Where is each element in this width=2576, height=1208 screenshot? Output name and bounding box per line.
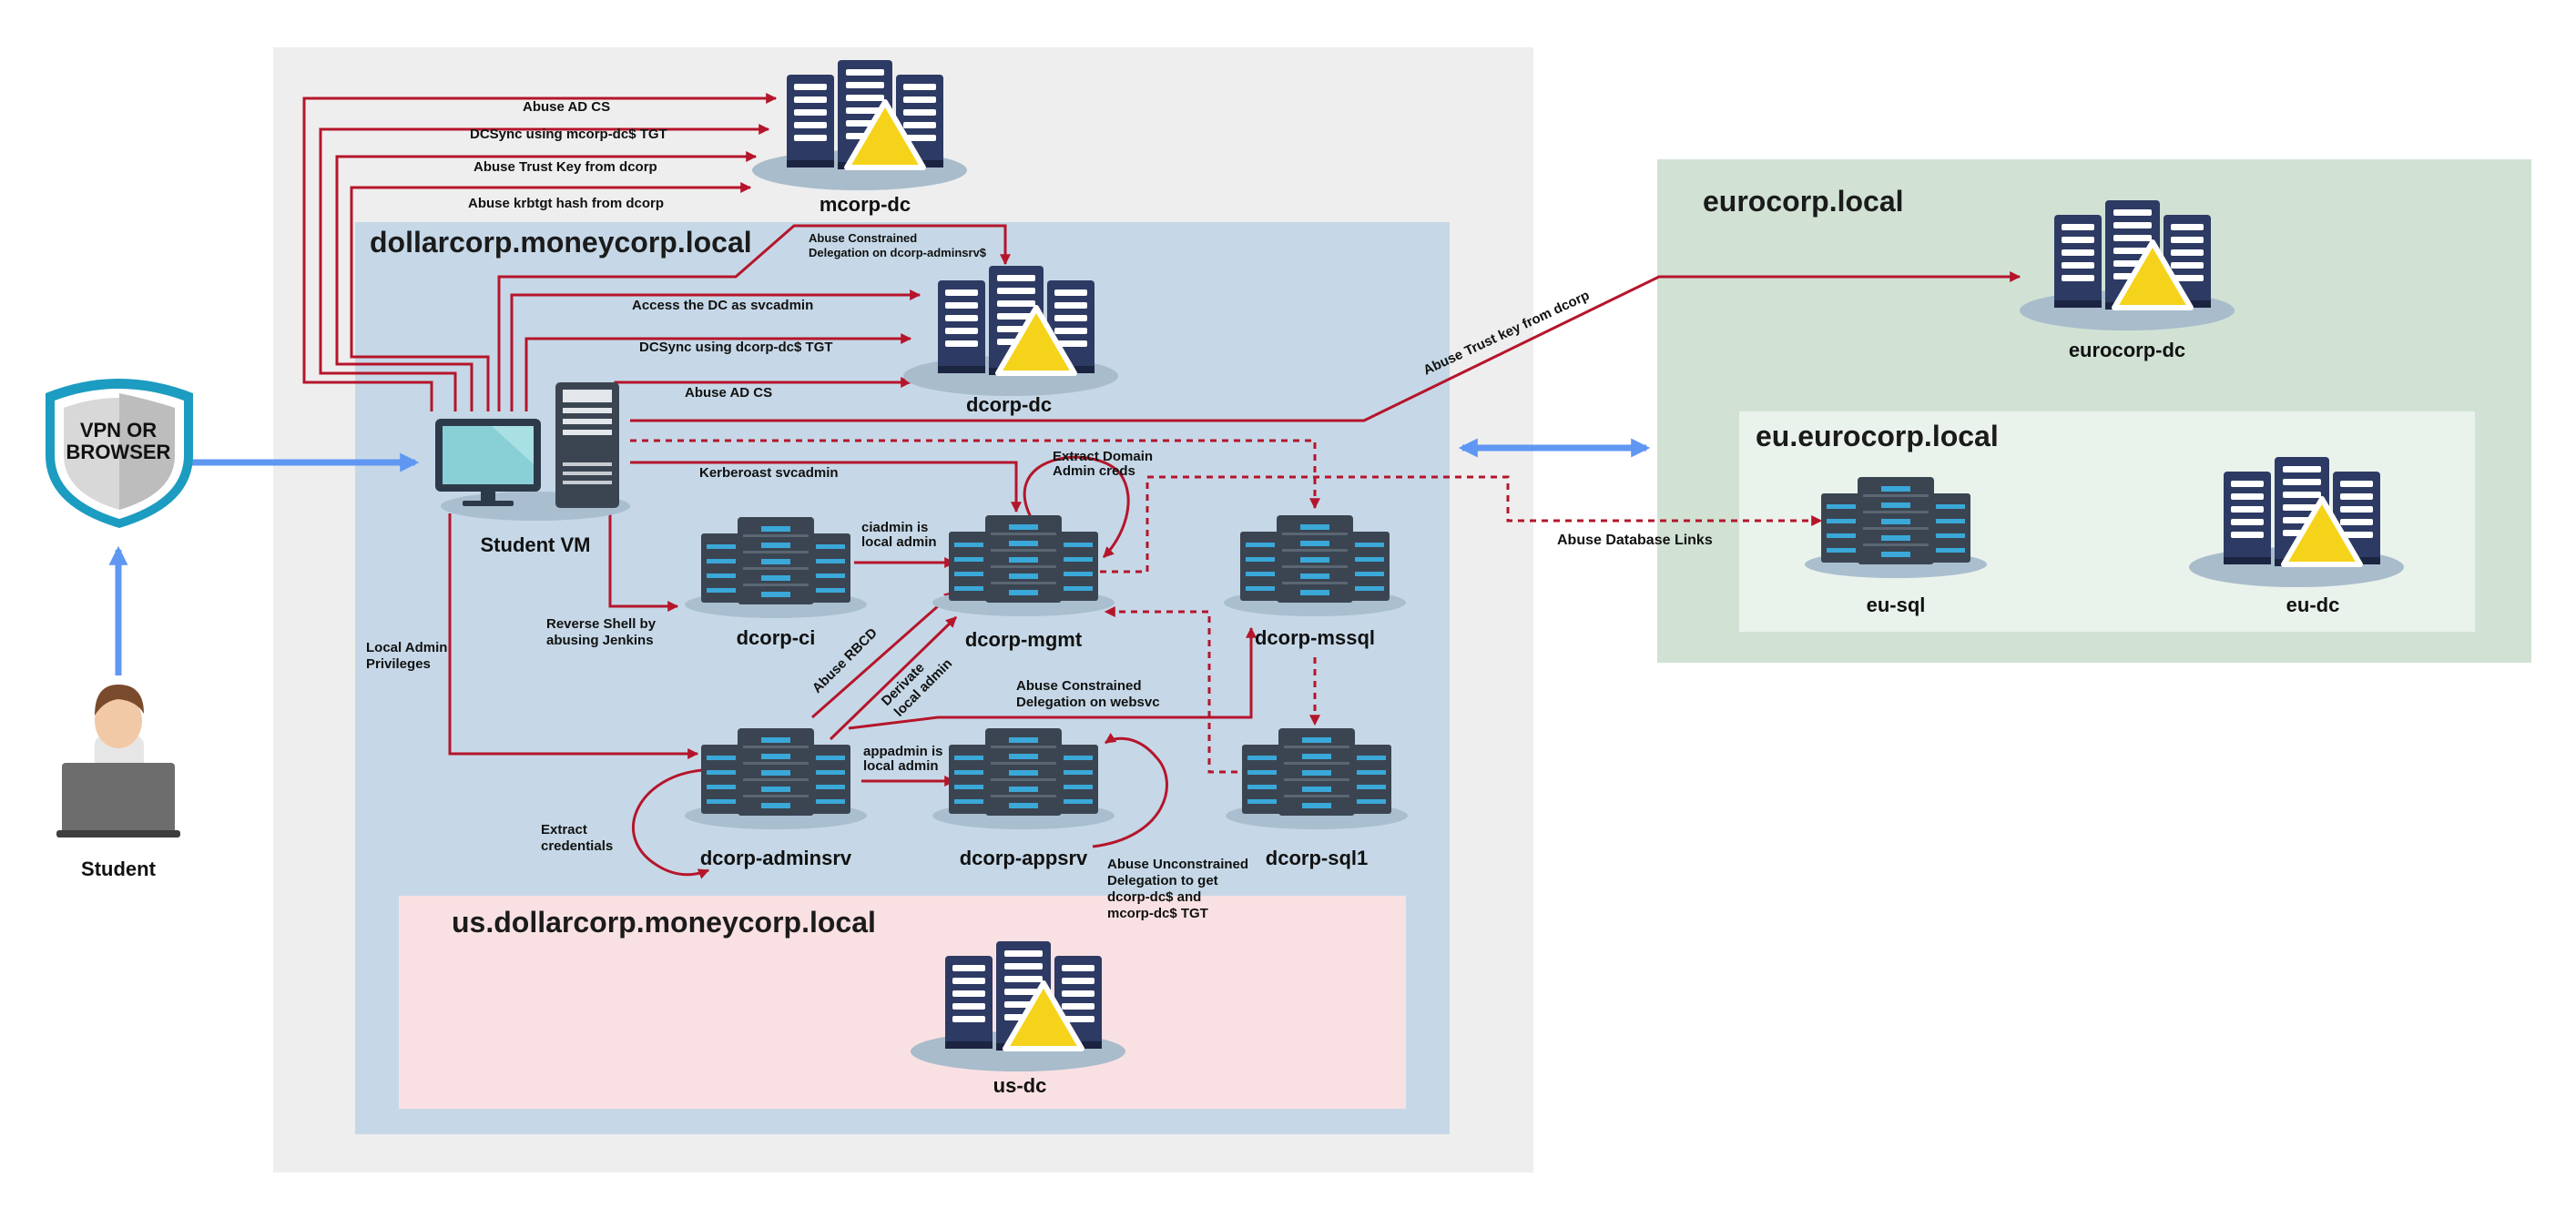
edge-label: Admin creds <box>1053 463 1135 479</box>
edge-label: Delegation to get <box>1107 873 1218 888</box>
edge-label: mcorp-dc$ TGT <box>1107 906 1208 921</box>
edge-label: local admin <box>863 758 939 774</box>
edge-label: Delegation on websvc <box>1016 695 1160 710</box>
edge-label: abusing Jenkins <box>546 633 654 648</box>
mcorp-dc-label: mcorp-dc <box>820 193 911 216</box>
arrow-trust-key-eurocorp <box>630 271 2021 422</box>
edge-label: Abuse Unconstrained <box>1107 857 1248 872</box>
arrow-derivate <box>829 615 958 741</box>
edge-label: Access the DC as svcadmin <box>632 298 813 313</box>
dcorp-dc-label: dcorp-dc <box>966 393 1052 416</box>
arrow-rbcd <box>811 590 955 719</box>
arrow-dashed-mssql <box>630 439 1320 510</box>
edge-label: Abuse Constrained <box>1016 678 1142 694</box>
us-dollarcorp-zone-label: us.dollarcorp.moneycorp.local <box>452 906 876 939</box>
edge-label: DCSync using dcorp-dc$ TGT <box>639 340 833 355</box>
eurocorp-zone-label: eurocorp.local <box>1703 185 1904 218</box>
edge-label: appadmin is <box>863 744 943 759</box>
dollarcorp-zone-label: dollarcorp.moneycorp.local <box>370 226 752 259</box>
dcorp-ci-label: dcorp-ci <box>737 626 816 649</box>
eurocorp-dc-label: eurocorp-dc <box>2069 339 2185 361</box>
edge-label: Extract <box>541 822 587 837</box>
arrow-extract-da-loop <box>1023 455 1130 559</box>
edge-label: Kerberoast svcadmin <box>699 465 839 481</box>
tower-pc-icon <box>555 382 619 508</box>
arrows-to-dcorp-dc <box>497 224 1011 411</box>
eu-sql-label: eu-sql <box>1867 594 1926 616</box>
edge-label: Abuse Constrained <box>809 231 917 245</box>
edge-label: DCSync using mcorp-dc$ TGT <box>470 127 667 142</box>
edge-label: Abuse Database Links <box>1557 533 1713 548</box>
arrow-kerberoast <box>630 461 1022 513</box>
student-vm-node <box>435 382 630 521</box>
arrow-dashed-sql1-mgmt <box>1104 606 1249 774</box>
arrow-extract-creds-loop <box>632 768 710 879</box>
dcorp-adminsrv-label: dcorp-adminsrv <box>700 847 852 869</box>
arrow-constrained-websvc <box>848 626 1257 730</box>
edge-label: Delegation on dcorp-adminsrv$ <box>809 246 987 259</box>
dcorp-mgmt-label: dcorp-mgmt <box>965 628 1083 651</box>
us-dc-label: us-dc <box>993 1074 1047 1097</box>
edge-label: credentials <box>541 838 613 854</box>
dcorp-appsrv-label: dcorp-appsrv <box>960 847 1088 869</box>
edge-label: Abuse AD CS <box>523 99 610 115</box>
dcorp-sql1-label: dcorp-sql1 <box>1266 847 1368 869</box>
student-label: Student <box>81 858 157 880</box>
vpn-label-line2: BROWSER <box>66 441 171 463</box>
edge-label: Privileges <box>366 656 431 672</box>
eu-eurocorp-zone-label: eu.eurocorp.local <box>1756 420 1999 452</box>
edge-label: Extract Domain <box>1053 449 1153 464</box>
monitor-icon <box>435 419 541 506</box>
arrow-unconstrained-loop <box>1092 733 1168 848</box>
edge-label: Abuse Trust Key from dcorp <box>473 159 657 175</box>
arrows-to-mcorp-dc <box>302 93 778 411</box>
eu-dc-label: eu-dc <box>2286 594 2340 616</box>
edge-label: Reverse Shell by <box>546 616 657 632</box>
us-dollarcorp-zone <box>399 896 1406 1109</box>
edge-label: Abuse AD CS <box>685 385 772 401</box>
person-laptop-icon <box>56 685 180 837</box>
edge-label: Abuse krbtgt hash from dcorp <box>468 196 664 211</box>
arrow-dashed-db-links <box>1100 475 1823 574</box>
shield-icon <box>46 379 193 528</box>
edge-label: dcorp-dc$ and <box>1107 889 1201 905</box>
edge-label: ciadmin is <box>861 520 928 535</box>
arrow-local-admin <box>448 513 699 759</box>
student-vm-label: Student VM <box>481 533 591 556</box>
arrow-reverse-shell <box>608 497 679 612</box>
vpn-label-line1: VPN OR <box>80 419 157 442</box>
edge-label: Local Admin <box>366 640 447 655</box>
edge-label: local admin <box>861 534 937 550</box>
dcorp-mssql-label: dcorp-mssql <box>1255 626 1375 649</box>
